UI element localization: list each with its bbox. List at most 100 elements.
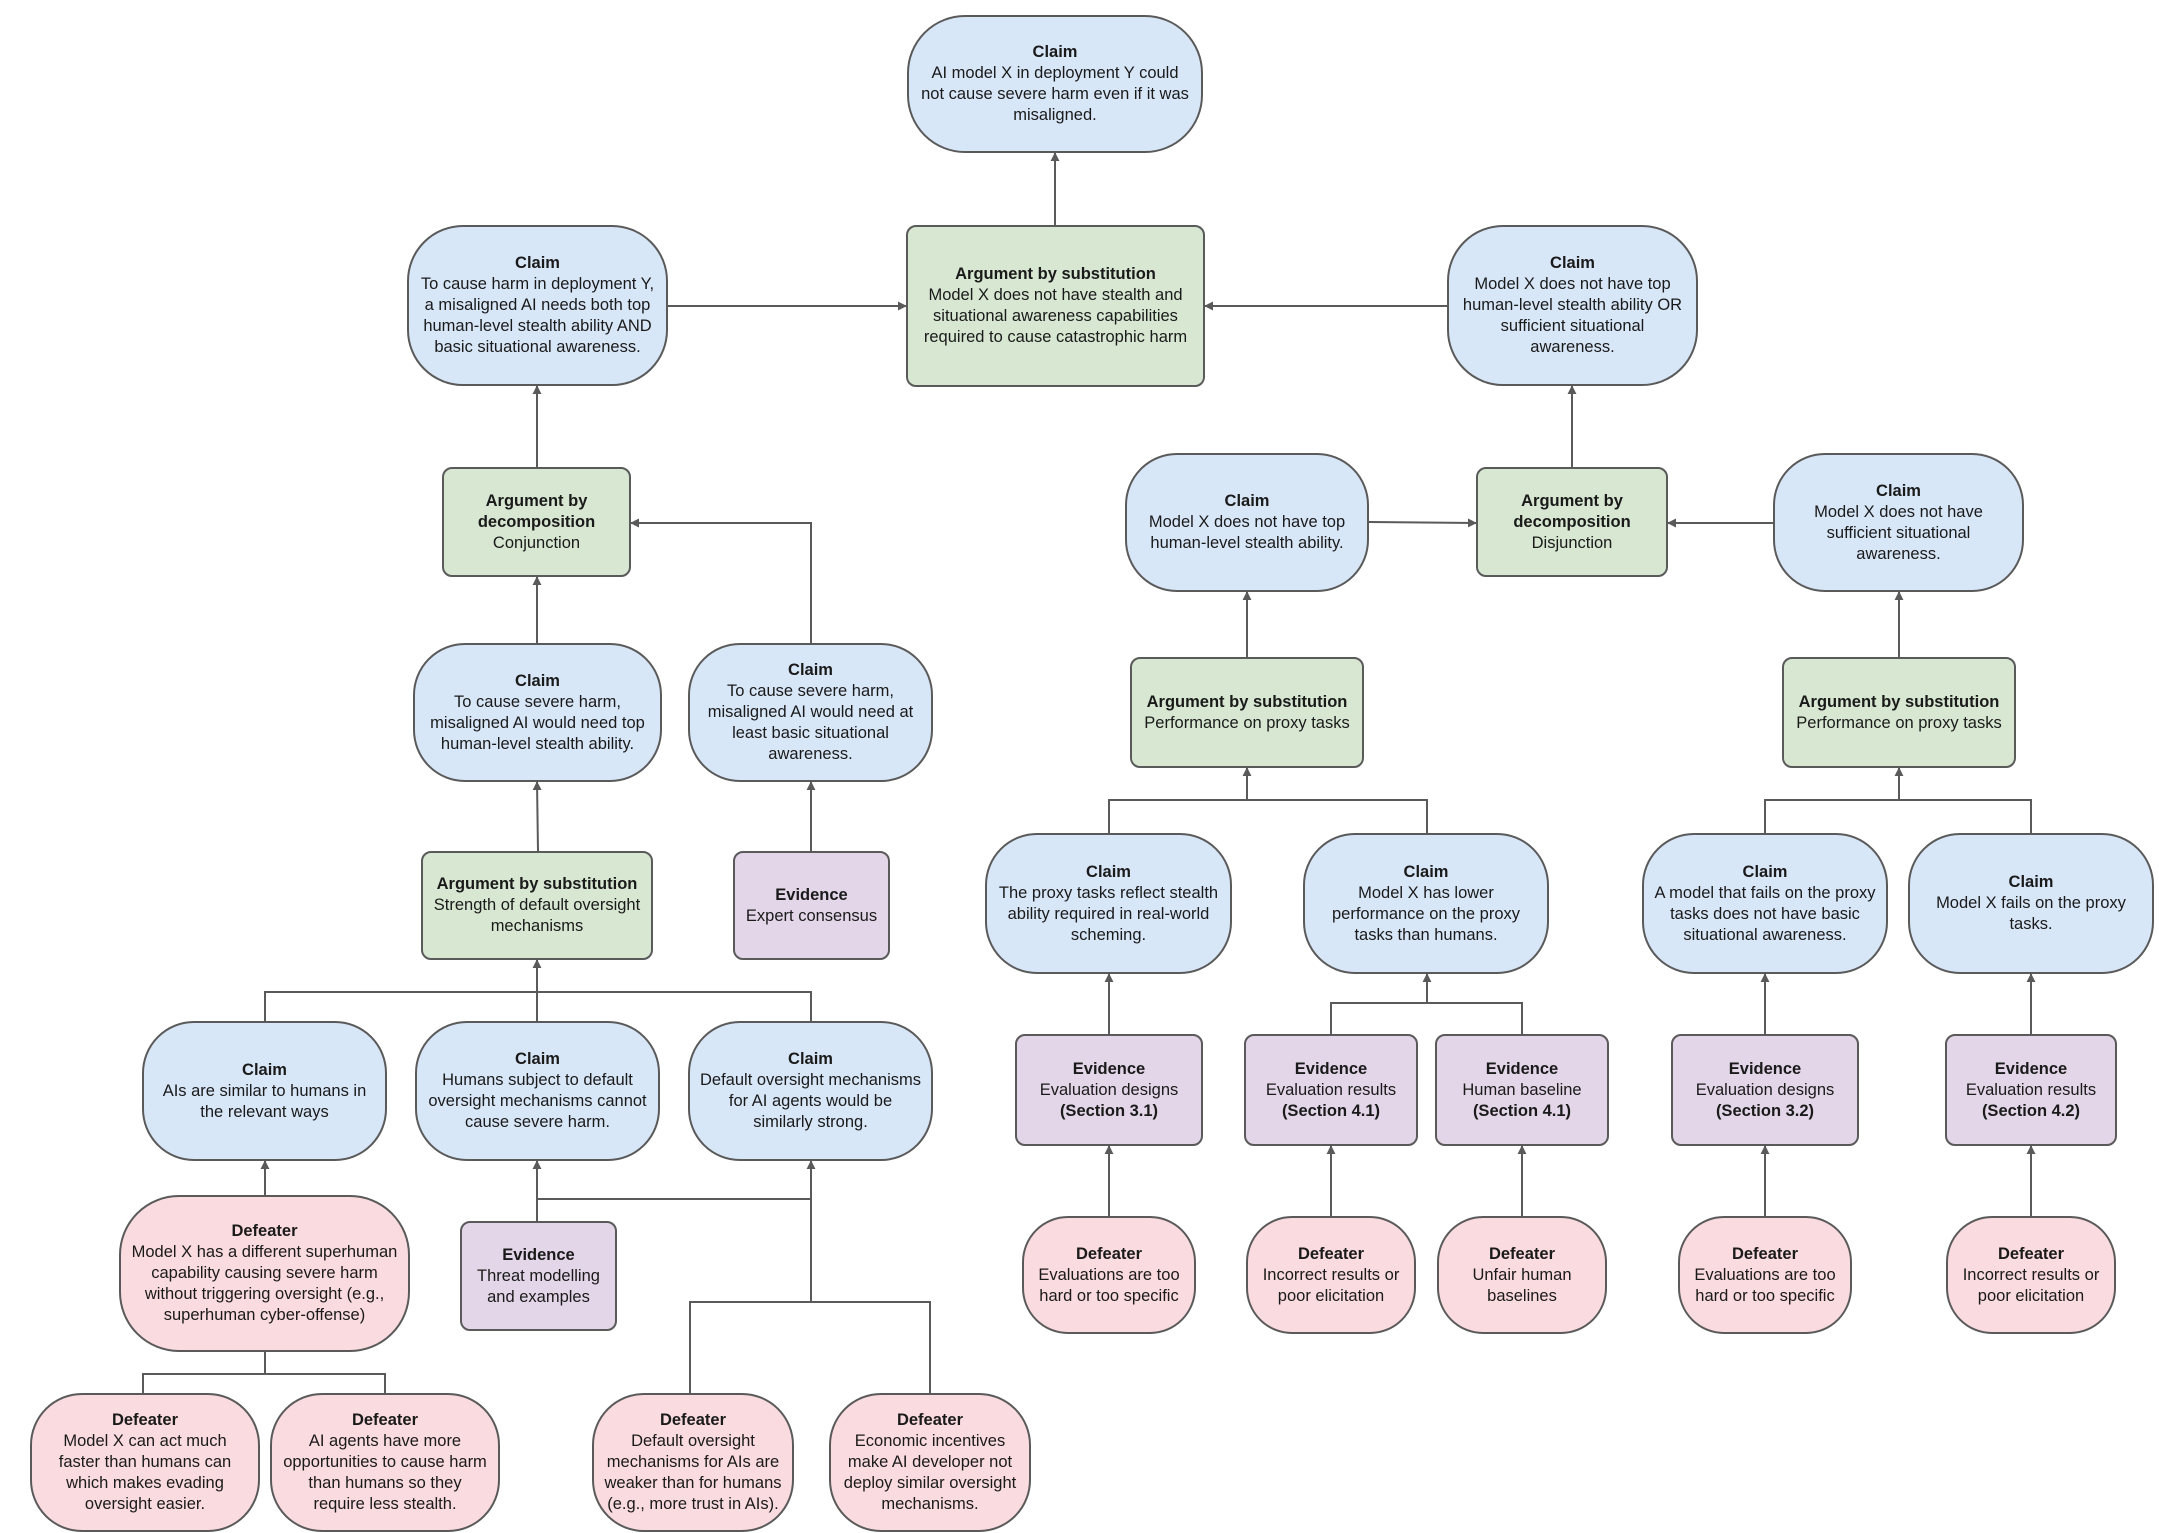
claim-no-sa: Claim Model X does not have sufficient s…	[1773, 453, 2024, 592]
node-title: Evidence	[775, 885, 848, 904]
node-text: Model X does not have stealth and situat…	[923, 286, 1188, 346]
node-text: Model X can act much faster than humans …	[58, 1432, 232, 1513]
defeater-incorrect-2: Defeater Incorrect results or poor elici…	[1946, 1216, 2116, 1334]
node-title: Evidence	[1294, 1059, 1368, 1078]
node-title: Argument by substitution	[436, 875, 638, 893]
claim-top: Claim AI model X in deployment Y could n…	[907, 15, 1203, 153]
node-text: Default oversight mechanisms for AI agen…	[700, 1071, 922, 1131]
node-title: Claim	[1086, 862, 1131, 881]
node-title: Defeater	[1488, 1244, 1556, 1263]
node-title: Argument by substitution	[1798, 692, 2000, 711]
node-title: Claim	[242, 1060, 287, 1079]
node-text: Model X does not have sufficient situati…	[1814, 502, 1983, 563]
evidence-results-4-1: Evidence Evaluation results (Section 4.1…	[1244, 1034, 1418, 1146]
claim-harm-requires: Claim To cause harm in deployment Y, a m…	[407, 225, 668, 386]
evidence-expert-consensus: Evidence Expert consensus	[733, 851, 890, 960]
node-text: Evaluation designs	[1695, 1080, 1835, 1099]
claim-fail-no-sa: Claim A model that fails on the proxy ta…	[1642, 833, 1888, 974]
node-text: Evaluations are too hard or too specific	[1694, 1265, 1836, 1305]
defeater-superhuman: Defeater Model X has a different superhu…	[119, 1195, 410, 1352]
defeater-unfair-baselines: Defeater Unfair human baselines	[1437, 1216, 1607, 1334]
node-title: Defeater	[896, 1411, 964, 1429]
node-title: Claim	[1032, 43, 1078, 61]
node-text: Performance on proxy tasks	[1144, 713, 1350, 732]
claim-lower-performance: Claim Model X has lower performance on t…	[1303, 833, 1549, 974]
section-ref: (Section 3.1)	[1059, 1101, 1159, 1120]
node-text: To cause harm in deployment Y, a misalig…	[420, 275, 655, 356]
node-title: Claim	[2008, 873, 2054, 891]
evidence-threat-modelling: Evidence Threat modelling and examples	[460, 1221, 617, 1331]
node-title: Defeater	[1075, 1244, 1143, 1263]
argument-conjunction: Argument by decomposition Conjunction	[442, 467, 631, 577]
node-text: Performance on proxy tasks	[1796, 713, 2002, 732]
section-ref: (Section 4.1)	[1281, 1101, 1381, 1120]
node-text: Expert consensus	[745, 906, 878, 925]
evidence-designs-3-1: Evidence Evaluation designs (Section 3.1…	[1015, 1034, 1203, 1146]
evidence-baseline-4-1: Evidence Human baseline (Section 4.1)	[1435, 1034, 1609, 1146]
node-title: Claim	[515, 671, 560, 690]
node-title: Claim	[1742, 862, 1788, 881]
defeater-too-hard-1: Defeater Evaluations are too hard or too…	[1022, 1216, 1196, 1334]
section-ref: (Section 4.1)	[1472, 1101, 1572, 1120]
node-title: Argument by substitution	[955, 265, 1156, 283]
node-text: Human baseline	[1462, 1080, 1582, 1099]
node-text: Evaluation results	[1965, 1080, 2097, 1099]
defeater-incorrect-1: Defeater Incorrect results or poor elici…	[1246, 1216, 1416, 1334]
node-title: Claim	[1876, 481, 1921, 500]
node-title: Evidence	[1994, 1059, 2068, 1078]
node-text: Humans subject to default oversight mech…	[428, 1071, 647, 1131]
node-title: Defeater	[1297, 1244, 1365, 1263]
node-text: Conjunction	[492, 533, 581, 552]
claim-no-stealth: Claim Model X does not have top human-le…	[1125, 453, 1369, 592]
node-text: Model X has a different superhuman capab…	[131, 1243, 398, 1324]
node-title: Defeater	[659, 1411, 727, 1429]
defeater-weaker-oversight: Defeater Default oversight mechanisms fo…	[592, 1393, 794, 1532]
node-title: Claim	[1550, 254, 1595, 272]
node-text: Model X has lower performance on the pro…	[1331, 883, 1521, 944]
edge-children-to-proxystealth	[1108, 768, 1428, 833]
node-title: Defeater	[231, 1222, 298, 1240]
defeater-too-hard-2: Defeater Evaluations are too hard or too…	[1678, 1216, 1852, 1334]
evidence-results-4-2: Evidence Evaluation results (Section 4.2…	[1945, 1034, 2117, 1146]
node-text: Economic incentives make AI developer no…	[843, 1432, 1017, 1513]
edge-children-to-strength	[264, 960, 812, 1021]
node-text: Threat modelling and examples	[477, 1266, 600, 1306]
edge-results41-to-lower	[1330, 974, 1523, 1034]
node-text: Evaluations are too hard or too specific	[1038, 1265, 1180, 1305]
edge-children-to-proxysa	[1764, 768, 2032, 833]
node-title: Claim	[515, 1050, 560, 1068]
node-text: Default oversight mechanisms for AIs are…	[604, 1432, 782, 1513]
claim-need-sa: Claim To cause severe harm, misaligned A…	[688, 643, 933, 782]
node-title: Argument by substitution	[1146, 692, 1348, 711]
argument-proxy-sa: Argument by substitution Performance on …	[1782, 657, 2016, 768]
node-text: AIs are similar to humans in the relevan…	[162, 1081, 367, 1121]
edge-weaker-incentives	[689, 1301, 931, 1393]
node-title: Claim	[515, 254, 560, 272]
edge-needsa-to-conj	[630, 518, 812, 643]
node-text: Model X does not have top human-level st…	[1148, 513, 1346, 552]
node-text: Model X does not have top human-level st…	[1462, 275, 1683, 356]
node-title: Defeater	[1997, 1244, 2065, 1263]
node-text: AI model X in deployment Y could not cau…	[921, 64, 1189, 124]
argument-disjunction: Argument by decomposition Disjunction	[1476, 467, 1668, 577]
edge-strength-to-needstealth	[532, 781, 542, 852]
node-title: Claim	[788, 1050, 833, 1068]
node-title: Claim	[1224, 492, 1270, 510]
node-title: Argument by decomposition	[1513, 491, 1631, 531]
defeater-economic-incentives: Defeater Economic incentives make AI dev…	[829, 1393, 1031, 1532]
node-text: A model that fails on the proxy tasks do…	[1654, 883, 1876, 944]
node-text: Model X fails on the proxy tasks.	[1936, 894, 2126, 933]
node-title: Defeater	[1731, 1244, 1799, 1263]
claim-ai-similar: Claim AIs are similar to humans in the r…	[142, 1021, 387, 1161]
argument-strength-oversight: Argument by substitution Strength of def…	[421, 851, 653, 960]
claim-x-fails-proxy: Claim Model X fails on the proxy tasks.	[1908, 833, 2154, 974]
claim-proxy-reflect: Claim The proxy tasks reflect stealth ab…	[985, 833, 1232, 974]
node-text: To cause severe harm, misaligned AI woul…	[707, 682, 914, 763]
claim-need-stealth: Claim To cause severe harm, misaligned A…	[413, 643, 662, 782]
node-title: Argument by decomposition	[477, 491, 596, 531]
node-text: Evaluation designs	[1039, 1080, 1179, 1099]
node-title: Claim	[1403, 862, 1449, 881]
node-text: Incorrect results or poor elicitation	[1262, 1265, 1400, 1305]
